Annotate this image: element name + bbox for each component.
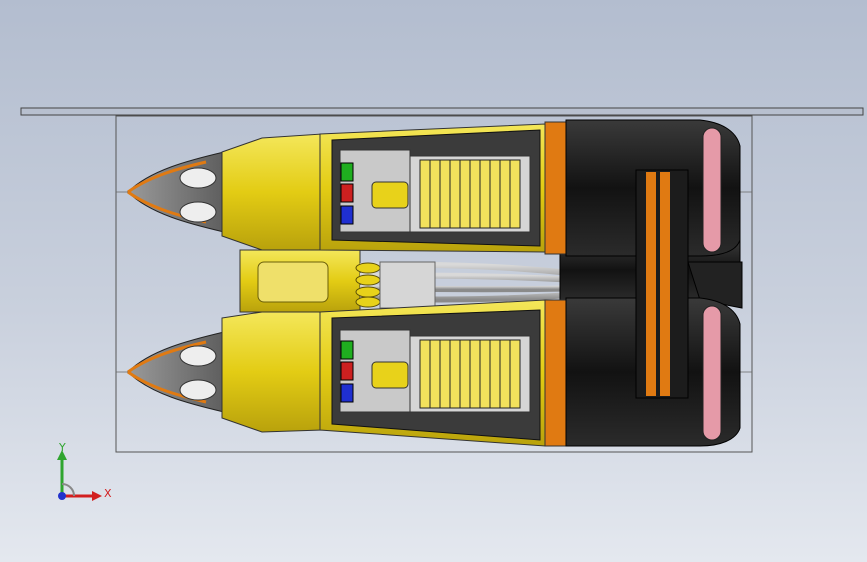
bounding-frame — [115, 115, 753, 453]
indicator-blue-lower — [340, 383, 354, 403]
base-plate — [20, 107, 864, 116]
lower-module[interactable] — [127, 297, 741, 447]
indicator-blue-upper — [340, 205, 354, 225]
orange-band-upper — [544, 121, 568, 255]
nose-port-bottom — [179, 201, 217, 223]
pink-pad-lower — [702, 305, 722, 441]
upper-module[interactable] — [127, 119, 741, 257]
nose-port-top — [179, 167, 217, 189]
indicator-green-lower — [340, 340, 354, 360]
nose-port-bottom — [179, 379, 217, 401]
orange-band-lower — [544, 299, 568, 447]
nose-port-top — [179, 345, 217, 367]
indicator-red-lower — [340, 361, 354, 381]
indicator-green-upper — [340, 162, 354, 182]
pink-pad-upper — [702, 127, 722, 253]
coordinate-triad: Y X — [44, 440, 124, 510]
z-axis-dot — [58, 492, 66, 500]
indicator-red-upper — [340, 183, 354, 203]
x-axis-label: X — [104, 487, 112, 500]
y-axis-label: Y — [59, 441, 66, 454]
